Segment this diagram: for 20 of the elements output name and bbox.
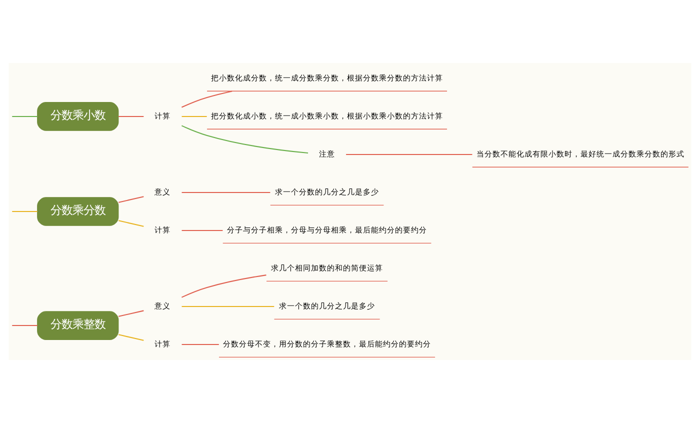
connector [12,324,38,326]
connector [346,154,472,156]
connector [118,196,144,203]
node-box: 分数乘分数 [37,197,119,226]
connector [12,116,38,118]
connector [182,306,274,308]
connector [182,192,270,194]
connector [181,125,308,154]
connector [182,230,223,232]
connector [118,220,144,227]
node-box: 分数乘整数 [37,311,119,340]
connector [182,116,207,118]
connector [12,210,38,212]
connector [118,334,144,341]
connector [181,90,232,108]
connector [118,116,144,118]
connector [182,344,219,346]
node-box: 分数乘小数 [37,102,119,131]
connector [118,310,144,317]
connector [181,274,266,298]
